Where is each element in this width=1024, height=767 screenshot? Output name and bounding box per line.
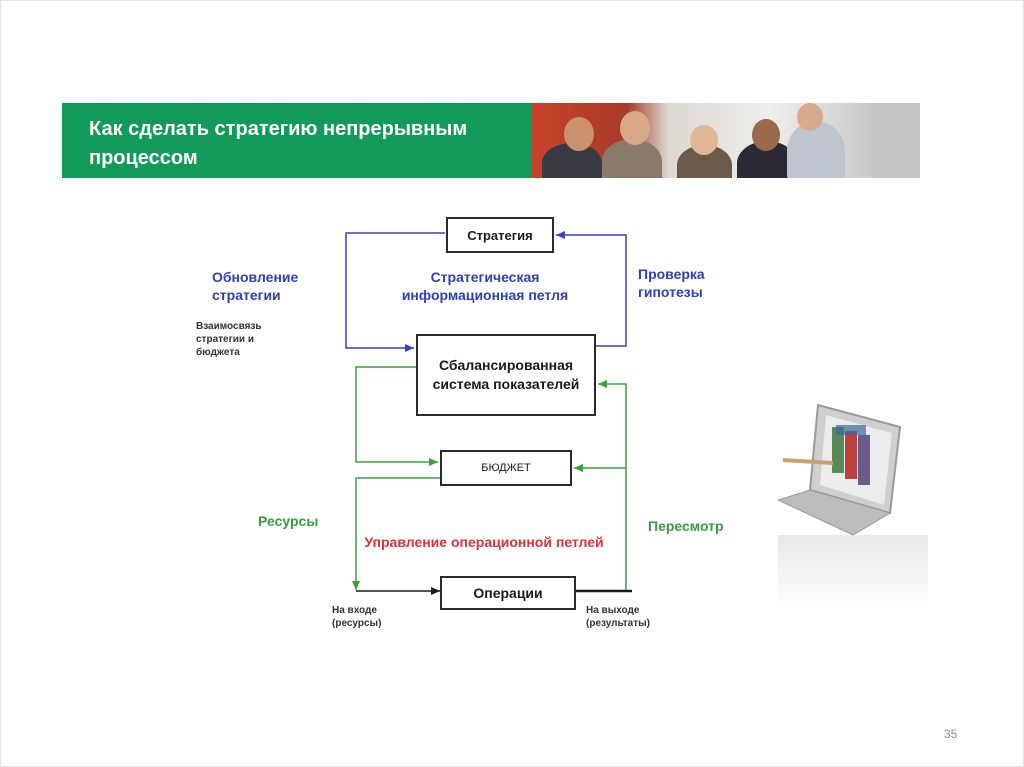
strategic-loop-label: Стратегическая информационная петля — [380, 268, 590, 304]
budget-box: БЮДЖЕТ — [440, 450, 572, 486]
strategy-budget-link-label: Взаимосвязь стратегии и бюджета — [196, 320, 296, 359]
bsc-box: Сбалансированная система показателей — [416, 334, 596, 416]
operational-loop-label: Управление операционной петлей — [362, 533, 606, 551]
output-label: На выходе (результаты) — [586, 604, 676, 630]
update-strategy-label: Обновление стратегии — [212, 268, 332, 304]
review-label: Пересмотр — [648, 517, 758, 535]
hypothesis-check-label: Проверка гипотезы — [638, 265, 728, 301]
review-to-bsc-arrow — [598, 384, 626, 590]
resources-label: Ресурсы — [258, 512, 348, 530]
input-label: На входе (ресурсы) — [332, 604, 406, 630]
page-number: 35 — [944, 727, 957, 741]
strategy-box: Стратегия — [446, 217, 554, 253]
operations-box: Операции — [440, 576, 576, 610]
